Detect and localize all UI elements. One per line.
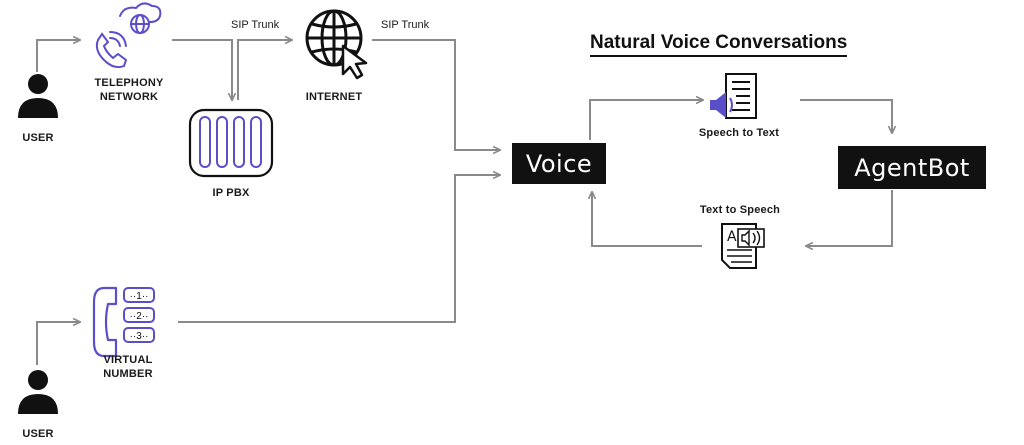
ip-pbx-label: IP PBX bbox=[212, 187, 250, 199]
voice-box: Voice bbox=[512, 143, 606, 184]
virtual-number-key: ··2·· bbox=[130, 311, 149, 322]
connectors bbox=[36, 39, 893, 365]
sip-trunk-label: SIP Trunk bbox=[381, 19, 430, 31]
speech-to-text-icon bbox=[710, 73, 757, 119]
telephony-network-label-line2: NETWORK bbox=[99, 91, 159, 103]
virtual-number-label-line1: VIRTUAL bbox=[103, 354, 153, 366]
edge-agentbot-to-tts bbox=[806, 190, 893, 246]
text-to-speech-icon: A bbox=[721, 223, 765, 269]
agentbot-box: AgentBot bbox=[838, 146, 986, 189]
edge-telephony-to-pbx bbox=[172, 39, 232, 100]
edge-user2-to-virtual bbox=[36, 322, 80, 365]
edge-voice-to-stt bbox=[589, 100, 703, 140]
virtual-number-label: VIRTUAL NUMBER bbox=[88, 353, 168, 381]
edge-stt-to-agentbot bbox=[800, 99, 892, 133]
telephony-network-label: TELEPHONY NETWORK bbox=[84, 76, 174, 104]
diagram-title: Natural Voice Conversations bbox=[590, 32, 848, 57]
user-label: USER bbox=[22, 132, 54, 144]
virtual-number-key: ··3·· bbox=[130, 331, 149, 342]
ip-pbx-icon bbox=[188, 108, 274, 178]
virtual-number-key: ··1·· bbox=[130, 291, 149, 302]
telephony-icon bbox=[95, 2, 162, 69]
virtual-number-icon: ··1·· ··2·· ··3·· bbox=[92, 286, 155, 358]
edge-virtual-to-voice bbox=[178, 175, 500, 323]
edge-pbx-to-internet bbox=[237, 40, 292, 100]
virtual-number-label-line2: NUMBER bbox=[103, 368, 153, 380]
text-to-speech-label: Text to Speech bbox=[699, 204, 781, 216]
edge-tts-to-voice bbox=[592, 192, 702, 247]
internet-label: INTERNET bbox=[305, 91, 363, 103]
svg-text:A: A bbox=[727, 229, 737, 245]
user-icon bbox=[18, 74, 58, 118]
edge-internet-to-voice bbox=[372, 39, 500, 150]
speech-to-text-label: Speech to Text bbox=[698, 127, 780, 139]
sip-trunk-label: SIP Trunk bbox=[231, 19, 280, 31]
edge-user-to-telephony bbox=[36, 40, 80, 72]
internet-icon bbox=[305, 9, 368, 80]
telephony-network-label-line1: TELEPHONY bbox=[94, 77, 164, 89]
user-label: USER bbox=[22, 428, 54, 440]
user-icon bbox=[18, 370, 58, 414]
